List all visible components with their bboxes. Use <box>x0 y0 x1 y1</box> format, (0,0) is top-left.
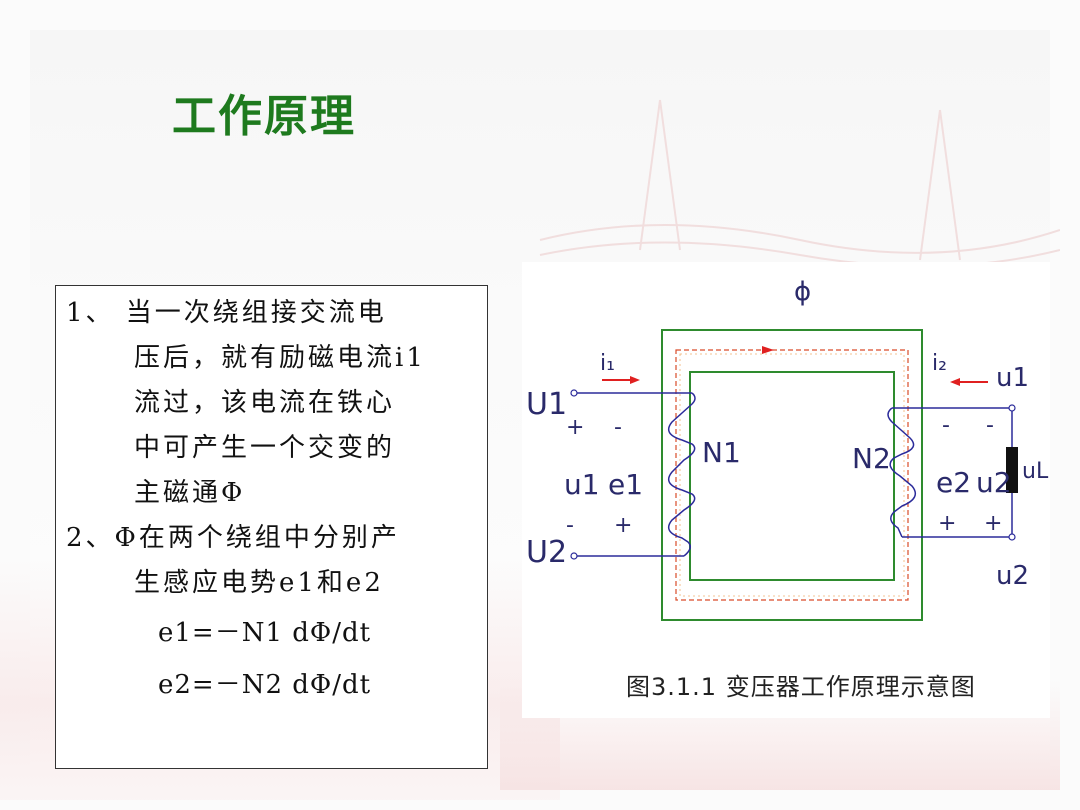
text-line-2: 压后，就有励磁电流i1 <box>134 343 426 373</box>
text-line-6: 2、Φ在两个绕组中分别产 <box>66 523 400 553</box>
text-line-7: 生感应电势e1和e2 <box>134 568 384 598</box>
principle-text-box: 1、 当一次绕组接交流电 压后，就有励磁电流i1 流过，该电流在铁心 中可产生一… <box>55 285 488 769</box>
label-N2: N2 <box>852 442 891 475</box>
diagram-caption: 图3.1.1 变压器工作原理示意图 <box>626 673 976 701</box>
terminal-U1 <box>570 389 578 397</box>
text-line-5: 主磁通Φ <box>134 478 246 508</box>
transformer-diagram: ϕ i₁ i₂ U1 U2 + - u1 e1 - + N1 N2 - - e2… <box>522 262 1050 718</box>
primary-coil <box>667 392 696 557</box>
text-line-1: 1、 当一次绕组接交流电 <box>66 298 387 328</box>
transformer-diagram-svg: ϕ i₁ i₂ U1 U2 + - u1 e1 - + N1 N2 - - e2… <box>526 277 1049 621</box>
core-inner <box>689 371 895 581</box>
label-e1: e1 <box>608 468 643 501</box>
label-phi: ϕ <box>794 277 811 307</box>
label-plus-e2-bottom: + <box>938 511 956 536</box>
label-minus-left-bottom: - <box>566 513 574 538</box>
label-plus-left-top: + <box>566 415 584 440</box>
label-e2: e2 <box>936 466 971 499</box>
label-u1-right: u1 <box>996 363 1029 393</box>
label-U1-left: U1 <box>526 387 567 422</box>
i1-arrow-head <box>630 376 640 384</box>
formula-e2: e2=－N2 dΦ/dt <box>158 670 372 700</box>
terminal-u2-right <box>1008 533 1016 541</box>
secondary-coil <box>887 407 917 538</box>
label-U2-left: U2 <box>526 535 567 570</box>
label-N1: N1 <box>702 436 741 469</box>
label-minus-e1-top: - <box>614 415 622 440</box>
text-line-4: 中可产生一个交变的 <box>134 433 396 463</box>
terminal-u1-right <box>1008 404 1016 412</box>
core-outer <box>661 329 923 621</box>
label-plus-u2-bottom: + <box>984 511 1002 536</box>
label-plus-e1-bottom: + <box>614 513 632 538</box>
label-minus-u2-top: - <box>986 413 994 438</box>
formula-e1: e1=－N1 dΦ/dt <box>158 618 372 648</box>
flux-path <box>675 349 909 601</box>
label-u1-left: u1 <box>564 468 600 501</box>
label-uL: uL <box>1022 459 1049 484</box>
label-u2-mid: u2 <box>976 466 1012 499</box>
flux-arrow <box>762 346 774 354</box>
load-resistor <box>1006 447 1018 493</box>
terminal-U2 <box>570 552 578 560</box>
faded-tower-watermark <box>539 99 1060 268</box>
label-i1: i₁ <box>600 351 615 376</box>
label-i2: i₂ <box>932 351 947 376</box>
label-u2-bottom: u2 <box>996 561 1029 591</box>
text-line-3: 流过，该电流在铁心 <box>134 388 396 418</box>
i2-arrow-head <box>950 378 960 386</box>
label-minus-e2-top: - <box>942 413 950 438</box>
page-title: 工作原理 <box>172 91 356 142</box>
flux-path-inner <box>679 353 905 597</box>
